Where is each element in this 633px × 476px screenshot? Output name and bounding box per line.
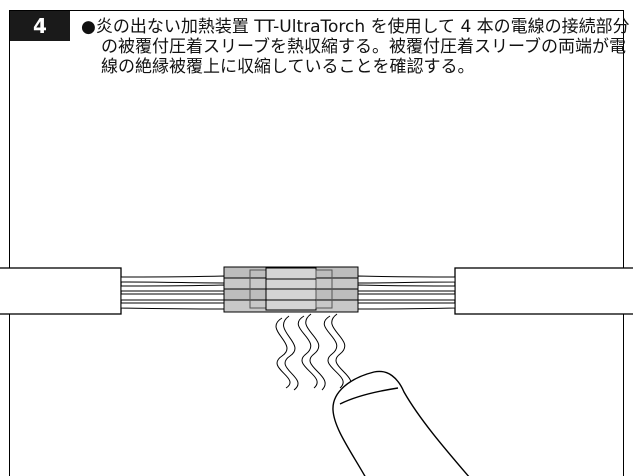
step-number-badge: 4 — [10, 11, 70, 41]
heat-waves — [275, 313, 352, 391]
left-cable-jacket — [0, 267, 122, 315]
instruction-body: 炎の出ない加熱装置 TT-UltraTorch を使用して 4 本の電線の接続部… — [95, 17, 630, 77]
right-cable-jacket — [454, 267, 633, 315]
bullet-icon: ● — [81, 17, 96, 37]
instruction-text: ●炎の出ない加熱装置 TT-UltraTorch を使用して 4 本の電線の接続… — [81, 17, 633, 77]
heating-tool-nozzle — [332, 370, 470, 476]
crimp-sleeves — [223, 266, 359, 313]
step-number: 4 — [33, 14, 47, 38]
step-panel: 4 ●炎の出ない加熱装置 TT-UltraTorch を使用して 4 本の電線の… — [9, 10, 630, 476]
